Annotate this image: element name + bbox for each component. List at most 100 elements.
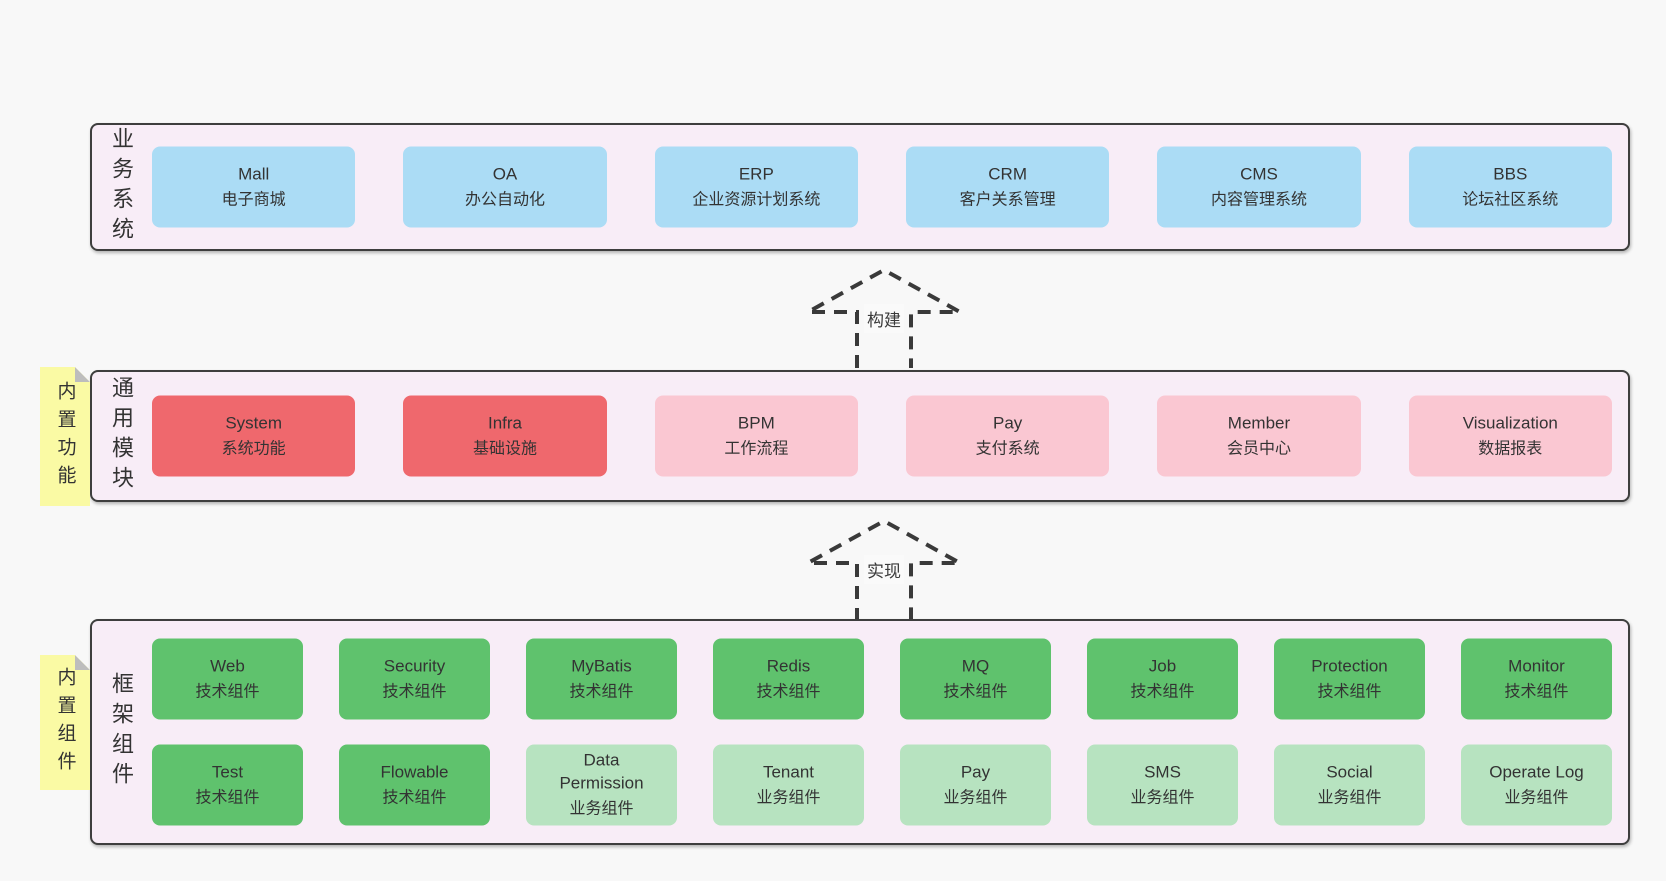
box-cms: CMS 内容管理系统 xyxy=(1157,146,1361,228)
box-infra-name: Infra xyxy=(487,413,522,433)
box-monitor: Monitor 技术组件 xyxy=(1461,638,1612,720)
box-data-permission-name: Data Permission xyxy=(559,750,644,793)
box-oa: OA 办公自动化 xyxy=(403,146,607,228)
box-member: Member 会员中心 xyxy=(1157,395,1361,477)
common-modules-boxes: System 系统功能 Infra 基础设施 BPM 工作流程 Pay 支付系统… xyxy=(152,395,1612,477)
box-pay-system-desc: 支付系统 xyxy=(975,440,1040,458)
box-job-name: Job xyxy=(1148,656,1177,676)
box-mybatis-name: MyBatis xyxy=(571,656,632,676)
business-systems-boxes: Mall 电子商城 OA 办公自动化 ERP 企业资源计划系统 CRM 客户关系… xyxy=(152,146,1612,228)
box-flowable-name: Flowable xyxy=(380,762,449,782)
box-erp-name: ERP xyxy=(738,164,774,184)
box-mq-name: MQ xyxy=(961,656,990,676)
box-social-name: Social xyxy=(1326,762,1373,782)
builtin-components-sticky: 内置组件 xyxy=(40,655,90,790)
build-arrow: 构建 xyxy=(804,266,964,368)
box-operate-log-name: Operate Log xyxy=(1489,762,1584,782)
box-mall-name: Mall xyxy=(238,164,270,184)
framework-components-rows: Web 技术组件 Security 技术组件 MyBatis 技术组件 Redi… xyxy=(152,638,1612,826)
box-social-desc: 业务组件 xyxy=(1317,789,1382,807)
box-bpm: BPM 工作流程 xyxy=(654,395,858,477)
box-bpm-name: BPM xyxy=(737,413,775,433)
box-web-desc: 技术组件 xyxy=(195,683,260,701)
box-test-desc: 技术组件 xyxy=(195,789,260,807)
box-system-name: System xyxy=(225,413,282,433)
builtin-features-sticky-label: 内置功能 xyxy=(54,380,76,493)
box-tenant-desc: 业务组件 xyxy=(756,789,821,807)
framework-row-2: Test 技术组件 Flowable 技术组件 Data Permission … xyxy=(152,744,1612,826)
implement-arrow-label: 实现 xyxy=(864,555,904,584)
box-mall-desc: 电子商城 xyxy=(221,191,286,209)
box-infra-desc: 基础设施 xyxy=(472,440,537,458)
box-redis-desc: 技术组件 xyxy=(756,683,821,701)
box-test-name: Test xyxy=(211,762,244,782)
box-bbs: BBS 论坛社区系统 xyxy=(1408,146,1612,228)
box-bbs-name: BBS xyxy=(1493,164,1528,184)
box-sms-desc: 业务组件 xyxy=(1130,789,1195,807)
builtin-features-sticky: 内置功能 xyxy=(40,367,90,506)
box-bbs-desc: 论坛社区系统 xyxy=(1462,191,1559,209)
box-member-name: Member xyxy=(1227,413,1291,433)
box-monitor-desc: 技术组件 xyxy=(1504,683,1569,701)
box-mybatis-desc: 技术组件 xyxy=(569,683,634,701)
box-visualization: Visualization 数据报表 xyxy=(1408,395,1612,477)
box-infra: Infra 基础设施 xyxy=(403,395,607,477)
box-flowable-desc: 技术组件 xyxy=(382,789,447,807)
build-arrow-label: 构建 xyxy=(864,304,904,333)
box-pay-component: Pay 业务组件 xyxy=(900,744,1051,826)
box-web: Web 技术组件 xyxy=(152,638,303,720)
box-security-desc: 技术组件 xyxy=(382,683,447,701)
box-pay-component-desc: 业务组件 xyxy=(943,789,1008,807)
box-crm-desc: 客户关系管理 xyxy=(959,191,1056,209)
box-erp: ERP 企业资源计划系统 xyxy=(654,146,858,228)
box-oa-name: OA xyxy=(492,164,518,184)
box-data-permission-desc: 业务组件 xyxy=(569,800,634,818)
box-test: Test 技术组件 xyxy=(152,744,303,826)
framework-components-label: 框架组件 xyxy=(109,672,134,792)
up-arrow-icon xyxy=(807,267,961,368)
box-bpm-desc: 工作流程 xyxy=(724,440,789,458)
box-security: Security 技术组件 xyxy=(339,638,490,720)
box-sms-name: SMS xyxy=(1144,762,1181,782)
box-cms-name: CMS xyxy=(1240,164,1278,184)
box-erp-desc: 企业资源计划系统 xyxy=(692,191,821,209)
box-cms-desc: 内容管理系统 xyxy=(1210,191,1307,209)
sticky-fold-corner xyxy=(75,367,90,382)
box-redis: Redis 技术组件 xyxy=(713,638,864,720)
box-mq-desc: 技术组件 xyxy=(943,683,1008,701)
box-pay-system-name: Pay xyxy=(993,413,1023,433)
box-system-desc: 系统功能 xyxy=(221,440,286,458)
box-pay-system: Pay 支付系统 xyxy=(905,395,1110,477)
box-job-desc: 技术组件 xyxy=(1130,683,1195,701)
box-protection-name: Protection xyxy=(1311,656,1388,676)
box-social: Social 业务组件 xyxy=(1274,744,1425,826)
box-monitor-name: Monitor xyxy=(1508,656,1565,676)
box-visualization-desc: 数据报表 xyxy=(1478,440,1543,458)
box-sms: SMS 业务组件 xyxy=(1087,744,1238,826)
box-member-desc: 会员中心 xyxy=(1226,440,1291,458)
box-pay-component-name: Pay xyxy=(960,762,991,782)
box-data-permission: Data Permission 业务组件 xyxy=(526,744,677,826)
box-oa-desc: 办公自动化 xyxy=(464,191,545,209)
box-visualization-name: Visualization xyxy=(1462,413,1558,433)
box-operate-log-desc: 业务组件 xyxy=(1504,789,1569,807)
sticky-fold-corner xyxy=(75,655,90,670)
box-protection-desc: 技术组件 xyxy=(1317,683,1382,701)
box-crm: CRM 客户关系管理 xyxy=(905,146,1110,228)
framework-row-1: Web 技术组件 Security 技术组件 MyBatis 技术组件 Redi… xyxy=(152,638,1612,720)
implement-arrow: 实现 xyxy=(804,517,964,621)
business-systems-layer: 业务系统 Mall 电子商城 OA 办公自动化 ERP 企业资源计划系统 CRM… xyxy=(90,123,1630,251)
box-system: System 系统功能 xyxy=(152,395,356,477)
box-job: Job 技术组件 xyxy=(1087,638,1238,720)
box-tenant-name: Tenant xyxy=(762,762,815,782)
box-tenant: Tenant 业务组件 xyxy=(713,744,864,826)
box-operate-log: Operate Log 业务组件 xyxy=(1461,744,1612,826)
box-flowable: Flowable 技术组件 xyxy=(339,744,490,826)
common-modules-layer: 通用模块 System 系统功能 Infra 基础设施 BPM 工作流程 Pay… xyxy=(90,370,1630,502)
box-mall: Mall 电子商城 xyxy=(152,146,356,228)
box-redis-name: Redis xyxy=(766,656,811,676)
box-mq: MQ 技术组件 xyxy=(900,638,1051,720)
box-web-name: Web xyxy=(210,656,245,676)
box-crm-name: CRM xyxy=(988,164,1027,184)
box-protection: Protection 技术组件 xyxy=(1274,638,1425,720)
